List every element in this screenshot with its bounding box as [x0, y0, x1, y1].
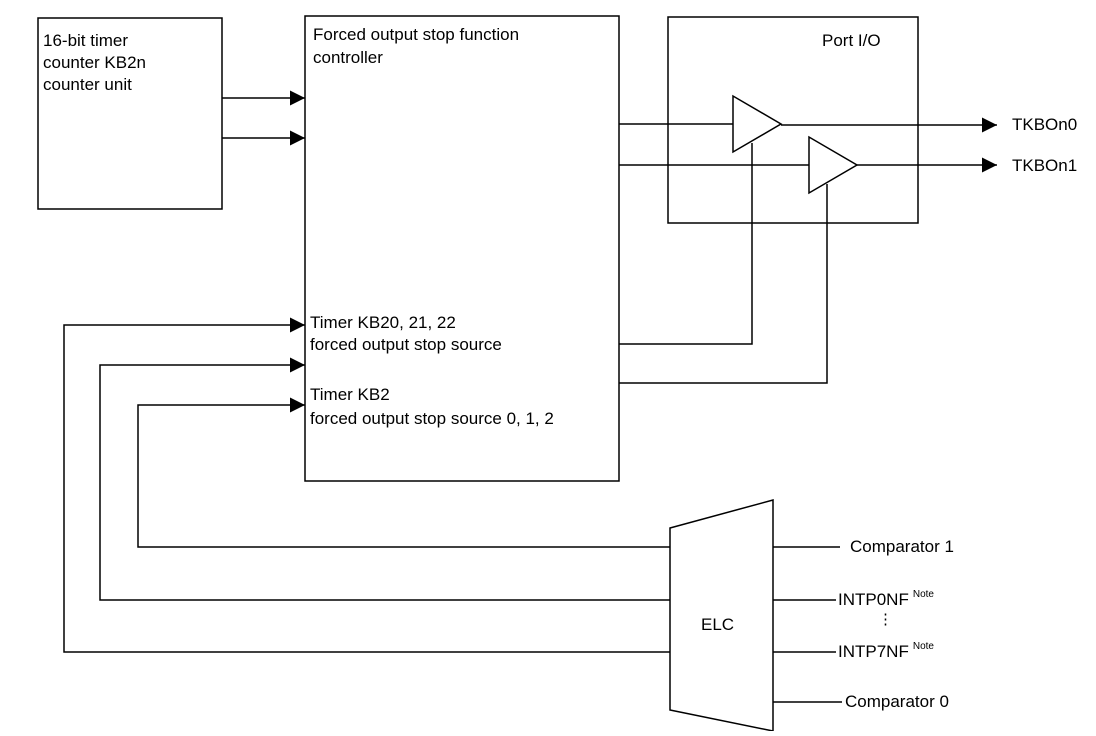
- input-intp7nf-note: Note: [912, 641, 934, 652]
- input-intp7nf-text: INTP7NF: [838, 642, 909, 661]
- port-io-box: [667, 16, 919, 224]
- counter-unit-label-line2: counter KB2n: [43, 53, 147, 72]
- wire-enable-buffer1: [619, 184, 828, 384]
- controller-box: [304, 15, 620, 482]
- feedback-wire-1: [137, 397, 670, 548]
- input-intp0nf-text: INTP0NF: [838, 590, 909, 609]
- output-tkbon0: TKBOn0: [1012, 115, 1078, 134]
- input-comparator1: Comparator 1: [850, 537, 954, 556]
- output-buffer-0: [732, 94, 783, 154]
- input-intp0nf-note: Note: [912, 589, 934, 600]
- source-a-line1: Timer KB20, 21, 22: [310, 313, 456, 332]
- counter-unit-label-line1: 16-bit timer: [43, 31, 129, 50]
- source-b-line2: forced output stop source 0, 1, 2: [310, 409, 554, 428]
- output-buffer-1: [808, 135, 859, 195]
- feedback-wire-3: [63, 317, 670, 653]
- source-b-line1: Timer KB2: [310, 385, 390, 404]
- elc-label: ELC: [701, 615, 735, 634]
- input-comparator0: Comparator 0: [845, 692, 949, 711]
- counter-unit-label-line3: counter unit: [43, 75, 132, 94]
- controller-title-line2: controller: [313, 48, 383, 67]
- counter-unit-box: [37, 17, 223, 210]
- controller-title-line1: Forced output stop function: [313, 25, 520, 44]
- input-ellipsis: ⋮: [878, 611, 893, 628]
- output-tkbon1: TKBOn1: [1012, 156, 1078, 175]
- source-a-line2: forced output stop source: [310, 335, 502, 354]
- wire-enable-buffer0: [619, 143, 753, 345]
- port-io-title: Port I/O: [822, 31, 881, 50]
- feedback-wire-2: [99, 357, 670, 601]
